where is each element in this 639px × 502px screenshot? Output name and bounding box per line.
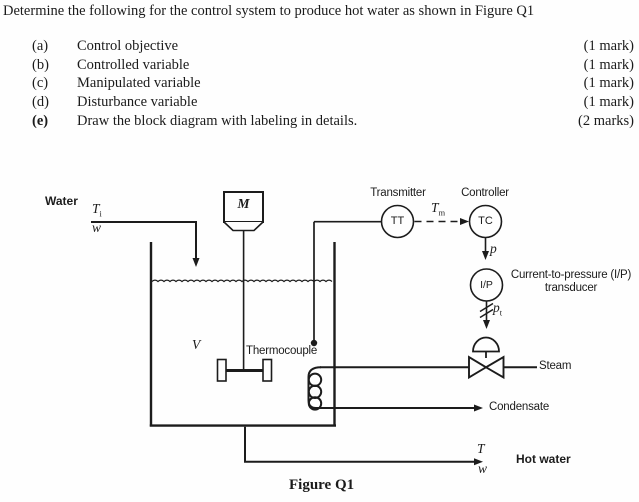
item-letter: (d): [32, 94, 49, 110]
outlet-temperature-label: T: [477, 441, 485, 456]
motor: [223, 191, 264, 232]
ip-transducer-circle: [469, 268, 504, 302]
heating-coil: [307, 366, 323, 411]
ip-description-line1: Current-to-pressure (I/P): [510, 269, 632, 281]
item-letter: (c): [32, 75, 49, 91]
ip-tag: I/P: [480, 279, 493, 291]
question-title: Determine the following for the control …: [3, 3, 535, 19]
water-surface-wavy-line: [151, 279, 333, 283]
item-letter: (e): [32, 113, 49, 129]
pt-signal-label: pt: [493, 300, 503, 318]
temperature-controller-circle: [468, 204, 503, 239]
control-valve: [468, 336, 505, 380]
transmitter-label: Transmitter: [370, 187, 426, 199]
question-item-a: (a) Control objective (1 mark): [0, 37, 639, 56]
tt-tag: TT: [390, 215, 405, 227]
steam-label: Steam: [539, 360, 572, 372]
item-marks: (1 mark): [583, 38, 634, 54]
motor-label: M: [237, 196, 250, 211]
question-item-b: (b) Controlled variable (1 mark): [0, 56, 639, 75]
tank: [149, 242, 336, 427]
hot-water-label: Hot water: [516, 452, 571, 466]
question-item-d: (d) Disturbance variable (1 mark): [0, 93, 639, 112]
item-text: Control objective: [77, 38, 179, 54]
tc-tag: TC: [478, 215, 493, 227]
item-text: Disturbance variable: [77, 94, 198, 110]
item-letter: (b): [32, 57, 49, 73]
thermocouple-probe: [310, 220, 381, 347]
tm-signal-label: Tm: [431, 200, 446, 218]
inlet-flow-label: w: [92, 220, 102, 235]
ip-description-line2: transducer: [544, 282, 598, 294]
thermocouple-label: Thermocouple: [246, 345, 318, 357]
water-inlet-pipe: [91, 221, 200, 267]
inlet-temperature-label: Ti: [92, 201, 102, 219]
temperature-transmitter-circle: [380, 204, 415, 239]
question-item-c: (c) Manipulated variable (1 mark): [0, 74, 639, 93]
item-letter: (a): [32, 38, 49, 54]
item-text: Manipulated variable: [77, 75, 201, 91]
stirrer: [216, 230, 273, 382]
item-text: Controlled variable: [77, 57, 190, 73]
item-marks: (1 mark): [583, 75, 634, 91]
p-signal-label: p: [490, 241, 497, 256]
figure-caption: Figure Q1: [289, 477, 355, 493]
pt-pneumatic-signal: [479, 301, 494, 329]
item-marks: (2 marks): [578, 113, 634, 129]
item-text: Draw the block diagram with labeling in …: [77, 113, 358, 129]
controller-label: Controller: [461, 187, 509, 199]
item-marks: (1 mark): [583, 57, 634, 73]
condensate-label: Condensate: [489, 401, 550, 413]
item-marks: (1 mark): [583, 94, 634, 110]
water-label: Water: [45, 194, 78, 208]
question-item-e: (e) Draw the block diagram with labeling…: [0, 112, 639, 131]
volume-label: V: [192, 337, 201, 352]
hot-water-outlet-pipe: [244, 426, 483, 466]
outlet-flow-label: w: [478, 461, 488, 476]
